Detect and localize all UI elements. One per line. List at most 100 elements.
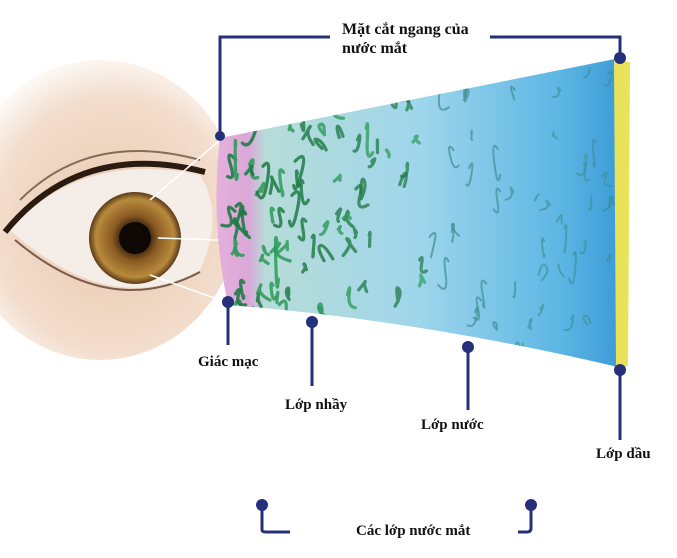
mucin-strand [241,78,256,101]
mucin-strand [237,109,244,126]
mucin-strand [551,86,562,99]
mucin-strand [258,253,270,266]
mucin-strand [527,318,533,331]
mucin-strand [399,161,410,178]
mucin-strand [297,217,308,242]
mucin-strand [317,122,327,137]
mucin-strand [278,168,286,198]
mucin-strand [557,263,566,278]
mucin-strand [271,80,281,114]
mucin-strand [292,154,306,191]
mucin-strand [437,256,450,290]
mucin-strand [509,85,516,101]
mucin-strand [512,281,517,299]
mucin-strand [287,124,295,133]
mucin-strand [272,206,285,229]
mucin-strand [233,79,248,105]
mucin-strand [299,178,310,206]
mucin-strand [287,190,301,228]
mucin-strand [301,124,315,147]
mucin-strand [534,193,540,202]
mucin-strand [241,115,252,127]
mucin-strand [268,96,277,109]
mucin-strand [220,205,237,228]
mucin-strand [273,235,280,289]
mucin-strand [492,321,499,331]
mucus-layer-label: Lớp nhầy [285,397,348,413]
mucin-strand [341,237,358,258]
mucin-strand [310,233,316,259]
mucin-strand [241,106,256,132]
mucin-strand [411,134,421,145]
mucin-strand [313,137,328,152]
footer-label: Các lớp nước mắt [356,523,471,539]
mucin-strand [268,175,281,195]
mucin-strand [448,145,460,169]
mucin-strand [335,124,345,140]
mucin-strand [352,133,362,153]
mucin-strand [354,72,360,87]
mucin-strand [414,332,426,355]
mucin-strand [301,262,309,274]
mucin-strand [255,291,263,309]
mucin-strand [336,224,344,235]
mucin-strand [332,173,342,183]
mucin-strand [605,254,612,263]
mucin-strand [587,195,593,211]
mucin-strand [582,314,592,326]
title-line-1: Mặt cắt ngang của [342,21,469,38]
mucin-strand [233,138,239,182]
leader-dots [215,52,626,511]
mucin-strand [450,222,456,243]
mucin-strand [254,181,266,197]
mucin-strand [551,130,558,140]
mucin-strand [602,196,612,212]
mucin-strand [242,90,258,111]
mucin-strand [367,157,377,169]
mucin-strand [417,273,427,288]
mucin-strand [261,244,271,257]
mucin-strand [319,220,330,237]
mucin-strand [463,88,470,103]
mucin-strand [591,138,597,169]
mucin-strand [424,67,433,75]
mucin-strand [365,333,374,346]
mucin-strand [233,222,251,240]
water-layer-label: Lớp nước [421,417,484,433]
mucin-strand [275,290,280,305]
mucin-strand [421,338,427,358]
mucin-strand [284,286,291,301]
mucin-strand [504,186,515,201]
mucin-strand [583,161,591,182]
mucin-strand [233,287,248,307]
title-line-2: nước mắt [342,40,408,57]
mucin-strand [238,278,246,300]
mucin-strand [364,122,375,158]
mucin-strand [555,213,563,226]
mucin-strand [277,61,291,76]
mucin-strand [476,71,485,82]
mucin-strand [607,195,617,210]
mucin-strand [539,199,552,212]
cornea-label: Giác mạc [198,354,259,370]
mucin-strand [342,91,352,111]
oil-layer-label: Lớp dầu [596,446,651,462]
mucin-strand [322,90,329,110]
mucin-strand [341,342,350,366]
mucin-strand [341,211,353,221]
mucin-strand [367,230,372,249]
mucin-strand [470,129,474,142]
mucin-strand [582,67,591,79]
mucin-strand [244,164,255,177]
mucin-strand [228,72,238,90]
mucin-strand [492,144,502,182]
mucin-strand [578,239,587,255]
mucin-strand [240,336,252,354]
mucin-strand [357,279,369,294]
mucin-strand [246,306,255,330]
mucin-strand [230,245,239,257]
mucin-strand [316,302,324,316]
mucin-strand [537,263,549,282]
